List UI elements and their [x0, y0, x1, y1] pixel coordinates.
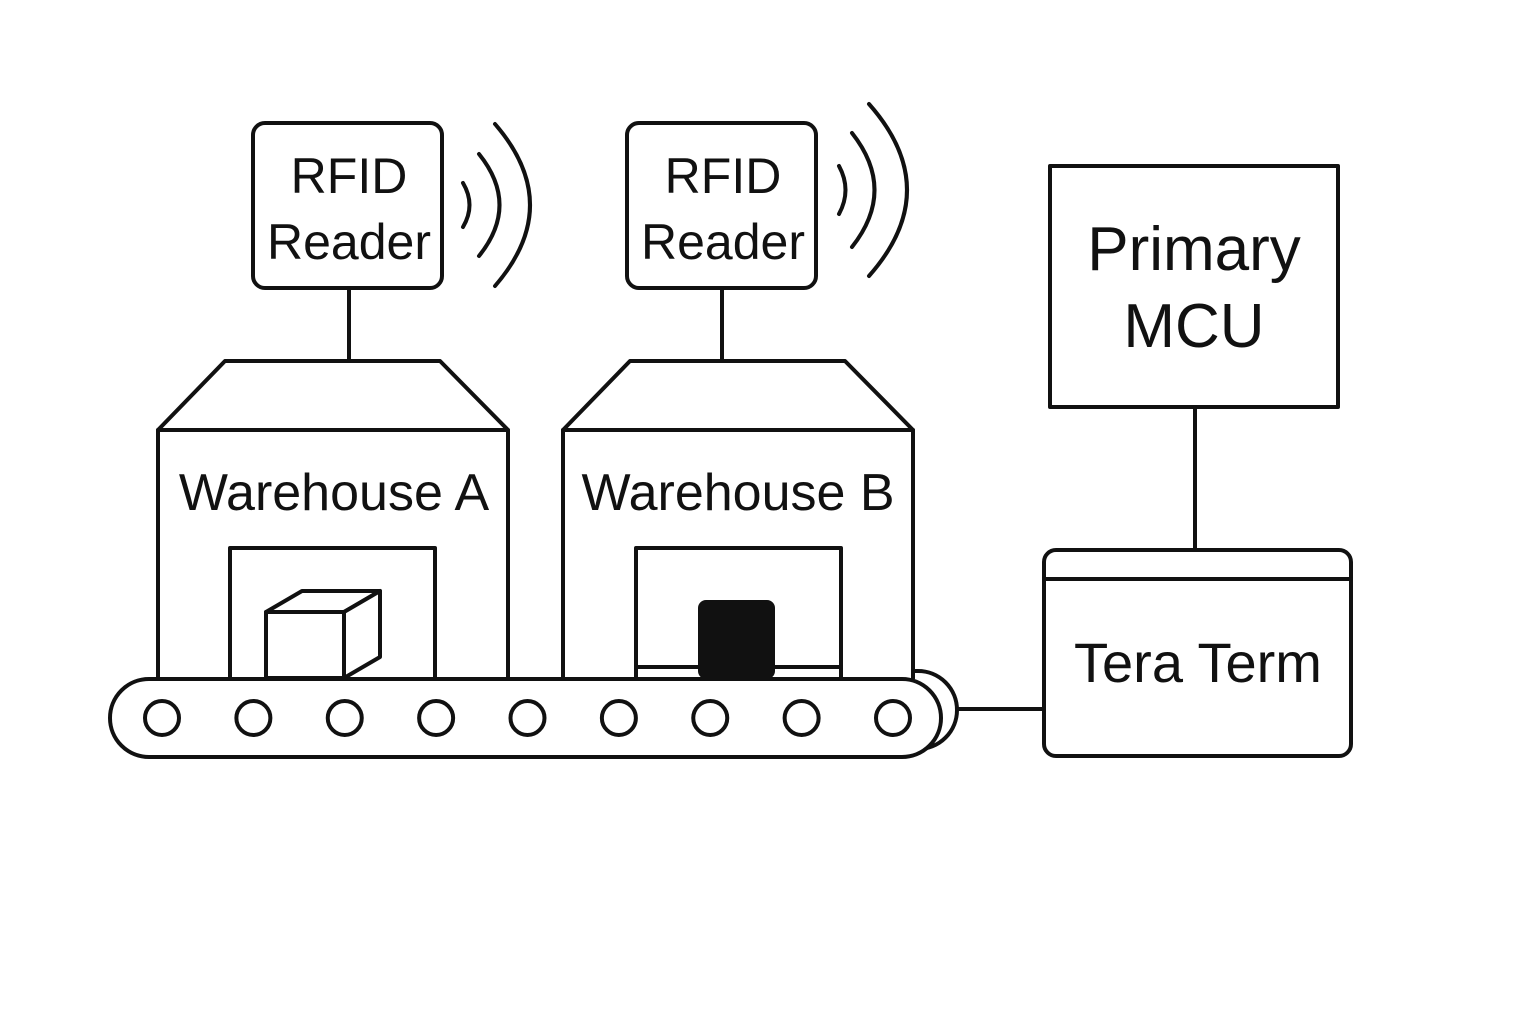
rfid-reader-a-line2: Reader — [267, 214, 431, 270]
mcu-line2: MCU — [1123, 292, 1264, 361]
conveyor-roller — [874, 699, 912, 737]
conveyor-roller — [691, 699, 730, 737]
rfid-reader-a-line1: RFID — [291, 148, 408, 204]
mcu-line1: Primary — [1087, 215, 1301, 284]
signal-waves-icon — [837, 102, 909, 278]
terminal-label: Tera Term — [1074, 631, 1322, 694]
warehouse-a: Warehouse A — [156, 359, 510, 681]
conveyor-belt-icon — [108, 669, 959, 759]
warehouse-b: Warehouse B — [561, 359, 915, 681]
conveyor-rollers — [143, 699, 912, 737]
conveyor-roller — [508, 699, 547, 737]
terminal-window: Tera Term — [1042, 548, 1353, 758]
box-icon — [264, 589, 382, 680]
warehouse-a-label: Warehouse A — [179, 464, 490, 522]
rfid-reader-b: RFID Reader — [625, 121, 818, 290]
conveyor-roller — [325, 699, 364, 737]
primary-mcu: Primary MCU — [1048, 164, 1340, 409]
conveyor-roller — [599, 699, 638, 737]
signal-waves-icon — [461, 122, 532, 288]
conveyor-roller — [234, 699, 273, 737]
rfid-tag-icon — [698, 600, 775, 679]
conveyor-roller — [143, 699, 181, 737]
warehouse-b-label: Warehouse B — [581, 464, 894, 522]
rfid-reader-a: RFID Reader — [251, 121, 444, 290]
rfid-reader-b-line2: Reader — [641, 214, 805, 270]
conveyor-roller — [417, 699, 456, 737]
conveyor-roller — [782, 699, 821, 737]
rfid-reader-b-line1: RFID — [665, 148, 782, 204]
